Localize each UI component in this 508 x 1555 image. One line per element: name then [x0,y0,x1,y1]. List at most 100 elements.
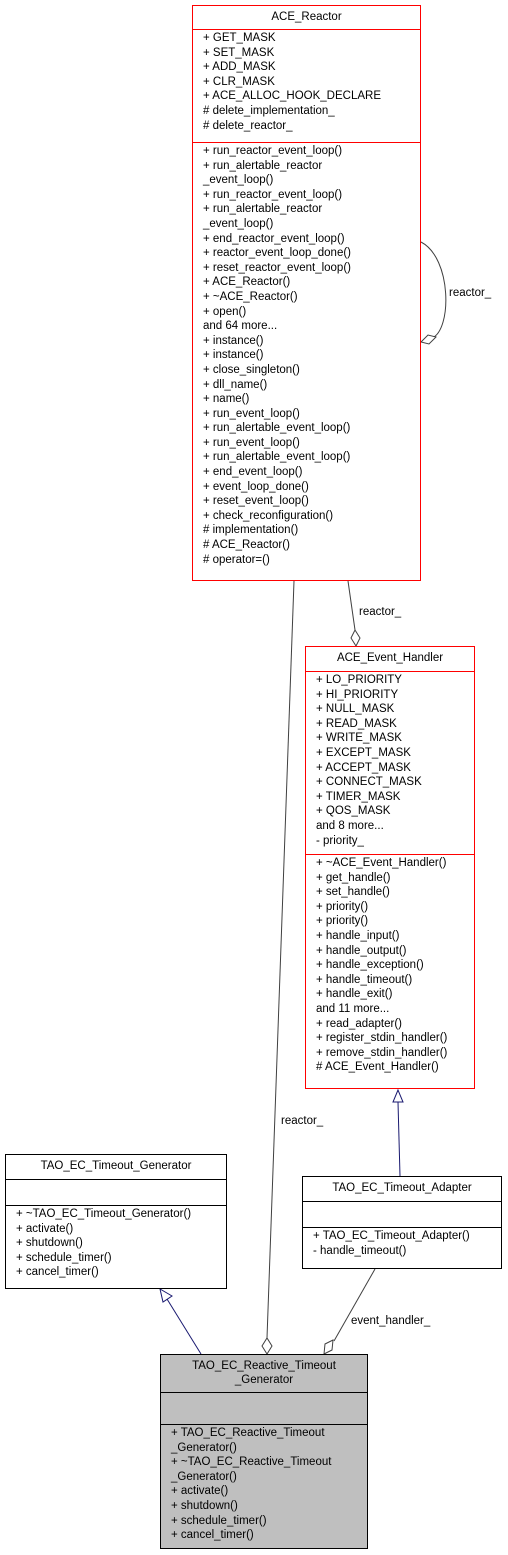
class-box-tao-ec-reactive-timeout-generator: TAO_EC_Reactive_Timeout _Generator + TAO… [160,1354,368,1549]
method-line: + activate() [16,1222,74,1235]
class-box-ace-reactor: ACE_Reactor + GET_MASK+ SET_MASK+ ADD_MA… [192,5,421,581]
aggregation-diamond-reactive-reactor [261,1337,273,1355]
method-line: _event_loop() [203,174,274,187]
method-line: + run_event_loop() [203,407,300,420]
method-line: + ACE_Reactor() [203,276,291,289]
method-line: + priority() [316,915,369,928]
method-line: + TAO_EC_Timeout_Adapter() [313,1230,470,1242]
method-line: _Generator() [171,1470,237,1483]
method-line: + cancel_timer() [16,1266,99,1279]
class-name-line-1: TAO_EC_Reactive_Timeout [192,1360,336,1372]
method-line: + set_handle() [316,886,390,899]
method-line: + check_reconfiguration() [203,509,334,522]
edge-label-event-handler: event_handler_ [351,1315,431,1327]
method-line: # operator=() [203,553,270,566]
method-line: + get_handle() [316,871,391,884]
inheritance-arrow-handler [392,1088,404,1103]
method-line: + event_loop_done() [203,480,309,493]
edge-reactor-to-reactive [266,580,295,1339]
method-line: _Generator() [171,1441,237,1454]
aggregation-diamond-reactor-self [420,334,437,345]
attribute-line: + GET_MASK [203,32,276,44]
methods-section: + run_reactor_event_loop() + run_alertabl… [193,142,420,579]
methods-section: + ~TAO_EC_Timeout_Generator() + activate(… [6,1205,226,1289]
attribute-line: + LO_PRIORITY [316,674,402,686]
method-line: + run_event_loop() [203,436,300,449]
method-line: + priority() [316,900,369,913]
attribute-line: - priority_ [316,834,364,847]
method-line: + instance() [203,349,264,362]
attributes-section: + GET_MASK + SET_MASK + ADD_MASK+ CLR_MASK… [193,29,420,142]
attribute-line: + SET_MASK [203,46,275,59]
method-line: + run_reactor_event_loop() [203,188,343,201]
method-line: + handle_input() [316,929,400,942]
class-name-line-2: _Generator [234,1374,294,1386]
attributes-section [6,1179,226,1205]
method-line: + handle_timeout() [316,973,413,986]
edge-reactor-self [420,241,447,339]
edge-label-reactor-self: reactor_ [449,287,492,299]
attribute-line: and 8 more... [316,819,384,832]
method-line: + run_alertable_reactor [203,203,323,216]
method-line: # ACE_Event_Handler() [316,1061,439,1074]
method-line: + instance() [203,334,264,347]
methods-section: + TAO_EC_Reactive_Timeout_Generator()+ ~… [161,1424,367,1549]
method-line: - handle_timeout() [313,1244,407,1257]
attribute-line: + CLR_MASK [203,75,275,88]
method-line: + run_alertable_reactor [203,159,323,172]
method-line: + handle_exit() [316,988,393,1001]
attributes-section: + LO_PRIORITY + HI_PRIORITY + NULL_MASK+ R… [306,671,474,854]
attribute-line: # delete_reactor_ [203,119,293,132]
method-line: + run_alertable_event_loop() [203,451,351,464]
attribute-line: + QOS_MASK [316,805,391,818]
attribute-line: + ACE_ALLOC_HOOK_DECLARE [203,90,382,103]
attribute-line: + NULL_MASK [316,703,395,716]
methods-section: + TAO_EC_Timeout_Adapter() - handle_timeo… [303,1227,501,1269]
attribute-line: + EXCEPT_MASK [316,746,411,759]
method-line: + reset_reactor_event_loop() [203,261,351,274]
edge-reactive-inherits-generator [166,1298,202,1355]
attributes-section [161,1392,367,1424]
edge-label-reactor-to-handler: reactor_ [359,606,402,618]
edge-reactor-to-handler [347,580,356,631]
method-line: + ~ACE_Event_Handler() [316,857,447,869]
class-name-ace-event-handler: ACE_Event_Handler [336,652,444,664]
attribute-line: + TIMER_MASK [316,790,401,803]
method-line: + name() [203,393,250,406]
method-line: + run_alertable_event_loop() [203,422,351,435]
method-line: + end_reactor_event_loop() [203,232,345,245]
method-line: # implementation() [203,524,299,537]
method-line: and 11 more... [316,1002,390,1015]
method-line: + run_reactor_event_loop() [203,145,343,157]
class-box-ace-event-handler: ACE_Event_Handler + LO_PRIORITY + HI_PRIO… [305,646,475,1089]
class-name-tao-ec-timeout-generator: TAO_EC_Timeout_Generator [40,1160,192,1172]
attribute-line: + ADD_MASK [203,61,276,74]
method-line: + handle_exception() [316,959,424,972]
class-name-tao-ec-timeout-adapter: TAO_EC_Timeout_Adapter [332,1182,472,1194]
method-line: + ~TAO_EC_Timeout_Generator() [16,1208,192,1220]
class-box-tao-ec-timeout-adapter: TAO_EC_Timeout_Adapter + TAO_EC_Timeout_… [302,1176,502,1269]
attribute-line: + READ_MASK [316,717,397,730]
method-line: + reactor_event_loop_done() [203,247,352,260]
method-line: + open() [203,305,247,318]
method-line: + register_stdin_handler() [316,1032,448,1045]
method-line: + activate() [171,1485,229,1498]
attribute-line: + HI_PRIORITY [316,688,399,701]
edge-adapter-to-reactive [333,1268,376,1342]
aggregation-diamond-reactive-handler [323,1339,334,1355]
method-line: + end_event_loop() [203,466,303,479]
method-line: + remove_stdin_handler() [316,1046,448,1059]
methods-section: + ~ACE_Event_Handler() + get_handle() + se… [306,854,474,1089]
class-name-tao-ec-reactive-timeout-generator: TAO_EC_Reactive_Timeout _Generator [161,1355,367,1392]
attribute-line: + CONNECT_MASK [316,776,422,789]
edge-adapter-inherits-handler [397,1101,401,1177]
attributes-section [303,1201,501,1227]
class-box-tao-ec-timeout-generator: TAO_EC_Timeout_Generator + ~TAO_EC_Timeo… [5,1154,227,1289]
aggregation-diamond-handler [350,628,361,648]
method-line: _event_loop() [203,217,274,230]
method-line: + reset_event_loop() [203,495,309,508]
method-line: + TAO_EC_Reactive_Timeout [171,1427,325,1439]
method-line: + ~ACE_Reactor() [203,290,298,303]
method-line: + read_adapter() [316,1017,402,1030]
